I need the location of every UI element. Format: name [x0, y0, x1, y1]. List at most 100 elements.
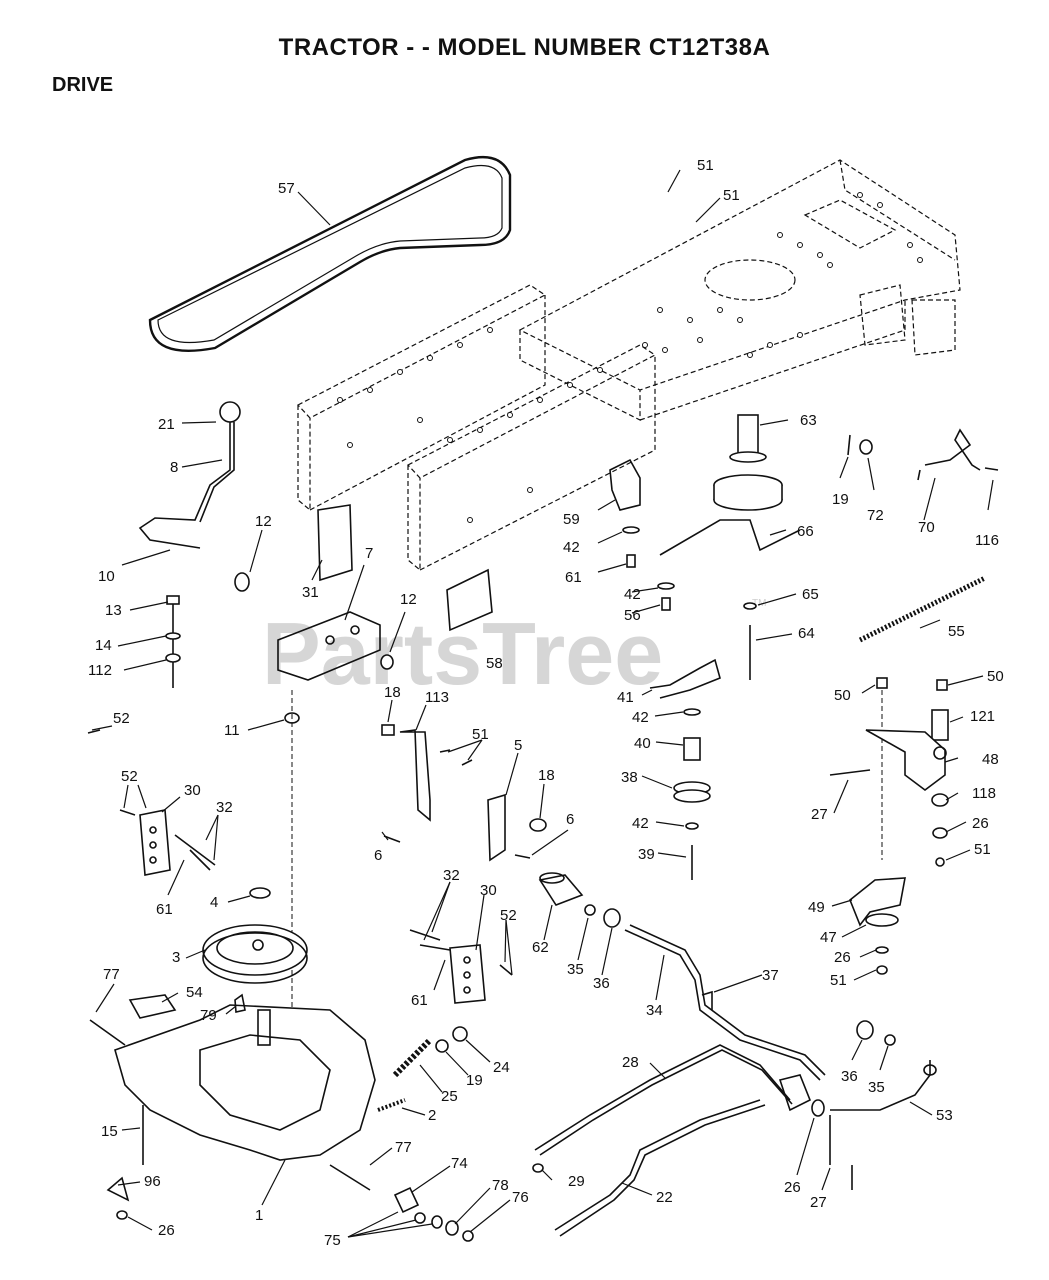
- callout-35: 35: [567, 961, 584, 978]
- callout-51: 51: [472, 726, 489, 743]
- callout-25: 25: [441, 1088, 458, 1105]
- callout-58: 58: [486, 655, 503, 672]
- callout-72: 72: [867, 507, 884, 524]
- callout-18: 18: [384, 684, 401, 701]
- callout-55: 55: [948, 623, 965, 640]
- callout-40: 40: [634, 735, 651, 752]
- callout-75: 75: [324, 1232, 341, 1249]
- callout-51: 51: [723, 187, 740, 204]
- callout-42: 42: [563, 539, 580, 556]
- callout-19: 19: [832, 491, 849, 508]
- callout-18: 18: [538, 767, 555, 784]
- callout-52: 52: [113, 710, 130, 727]
- callout-14: 14: [95, 637, 112, 654]
- callout-65: 65: [802, 586, 819, 603]
- callout-30: 30: [480, 882, 497, 899]
- callout-39: 39: [638, 846, 655, 863]
- callout-52: 52: [121, 768, 138, 785]
- callout-49: 49: [808, 899, 825, 916]
- callout-61: 61: [156, 901, 173, 918]
- callout-26: 26: [834, 949, 851, 966]
- callout-61: 61: [411, 992, 428, 1009]
- callout-3: 3: [172, 949, 180, 966]
- callout-41: 41: [617, 689, 634, 706]
- callout-116: 116: [975, 532, 999, 549]
- callout-32: 32: [443, 867, 460, 884]
- callout-7: 7: [365, 545, 373, 562]
- part-callouts: 57 51 51 21 8 12 10 13 14 112 31 7 12 58…: [88, 157, 1004, 1249]
- callout-78: 78: [492, 1177, 509, 1194]
- callout-11: 11: [224, 722, 240, 739]
- callout-27: 27: [811, 806, 828, 823]
- watermark-tm: TM: [752, 598, 766, 609]
- callout-1: 1: [255, 1207, 263, 1224]
- callout-13: 13: [105, 602, 122, 619]
- callout-21: 21: [158, 416, 175, 433]
- callout-19: 19: [466, 1072, 483, 1089]
- callout-4: 4: [210, 894, 218, 911]
- callout-15: 15: [101, 1123, 118, 1140]
- callout-51: 51: [697, 157, 714, 174]
- callout-12: 12: [400, 591, 417, 608]
- callout-42: 42: [632, 815, 649, 832]
- callout-118: 118: [972, 785, 996, 802]
- callout-22: 22: [656, 1189, 673, 1206]
- callout-74: 74: [451, 1155, 468, 1172]
- callout-5: 5: [514, 737, 522, 754]
- callout-42: 42: [624, 586, 641, 603]
- callout-77: 77: [395, 1139, 412, 1156]
- callout-37: 37: [762, 967, 779, 984]
- callout-36: 36: [593, 975, 610, 992]
- callout-10: 10: [98, 568, 115, 585]
- callout-113: 113: [425, 689, 449, 706]
- callout-32: 32: [216, 799, 233, 816]
- callout-31: 31: [302, 584, 319, 601]
- callout-12: 12: [255, 513, 272, 530]
- callout-57: 57: [278, 180, 295, 197]
- page-title: TRACTOR - - MODEL NUMBER CT12T38A: [278, 34, 771, 61]
- callout-30: 30: [184, 782, 201, 799]
- callout-64: 64: [798, 625, 815, 642]
- leader-lines: [91, 169, 994, 1238]
- callout-6: 6: [566, 811, 574, 828]
- callout-66: 66: [797, 523, 814, 540]
- callout-76: 76: [512, 1189, 529, 1206]
- callout-26: 26: [972, 815, 989, 832]
- callout-52: 52: [500, 907, 517, 924]
- callout-59: 59: [563, 511, 580, 528]
- callout-54: 54: [186, 984, 203, 1001]
- callout-53: 53: [936, 1107, 953, 1124]
- callout-8: 8: [170, 459, 178, 476]
- callout-70: 70: [918, 519, 935, 536]
- section-title: DRIVE: [52, 74, 114, 96]
- callout-79: 79: [200, 1007, 217, 1024]
- callout-47: 47: [820, 929, 837, 946]
- watermark-text: PartsTree: [262, 604, 663, 703]
- callout-56: 56: [624, 607, 641, 624]
- callout-26: 26: [784, 1179, 801, 1196]
- callout-38: 38: [621, 769, 638, 786]
- callout-36: 36: [841, 1068, 858, 1085]
- callout-35: 35: [868, 1079, 885, 1096]
- callout-42: 42: [632, 709, 649, 726]
- callout-50: 50: [834, 687, 851, 704]
- callout-77: 77: [103, 966, 120, 983]
- callout-28: 28: [622, 1054, 639, 1071]
- callout-29: 29: [568, 1173, 585, 1190]
- callout-112: 112: [88, 662, 112, 679]
- callout-50: 50: [987, 668, 1004, 685]
- callout-62: 62: [532, 939, 549, 956]
- callout-24: 24: [493, 1059, 510, 1076]
- callout-34: 34: [646, 1002, 663, 1019]
- frame-holes: [337, 192, 923, 523]
- callout-51: 51: [974, 841, 991, 858]
- callout-63: 63: [800, 412, 817, 429]
- callout-27: 27: [810, 1194, 827, 1211]
- parts-line-art: [87, 155, 999, 1242]
- callout-61: 61: [565, 569, 582, 586]
- callout-96: 96: [144, 1173, 161, 1190]
- callout-6: 6: [374, 847, 382, 864]
- callout-2: 2: [428, 1107, 436, 1124]
- callout-26: 26: [158, 1222, 175, 1239]
